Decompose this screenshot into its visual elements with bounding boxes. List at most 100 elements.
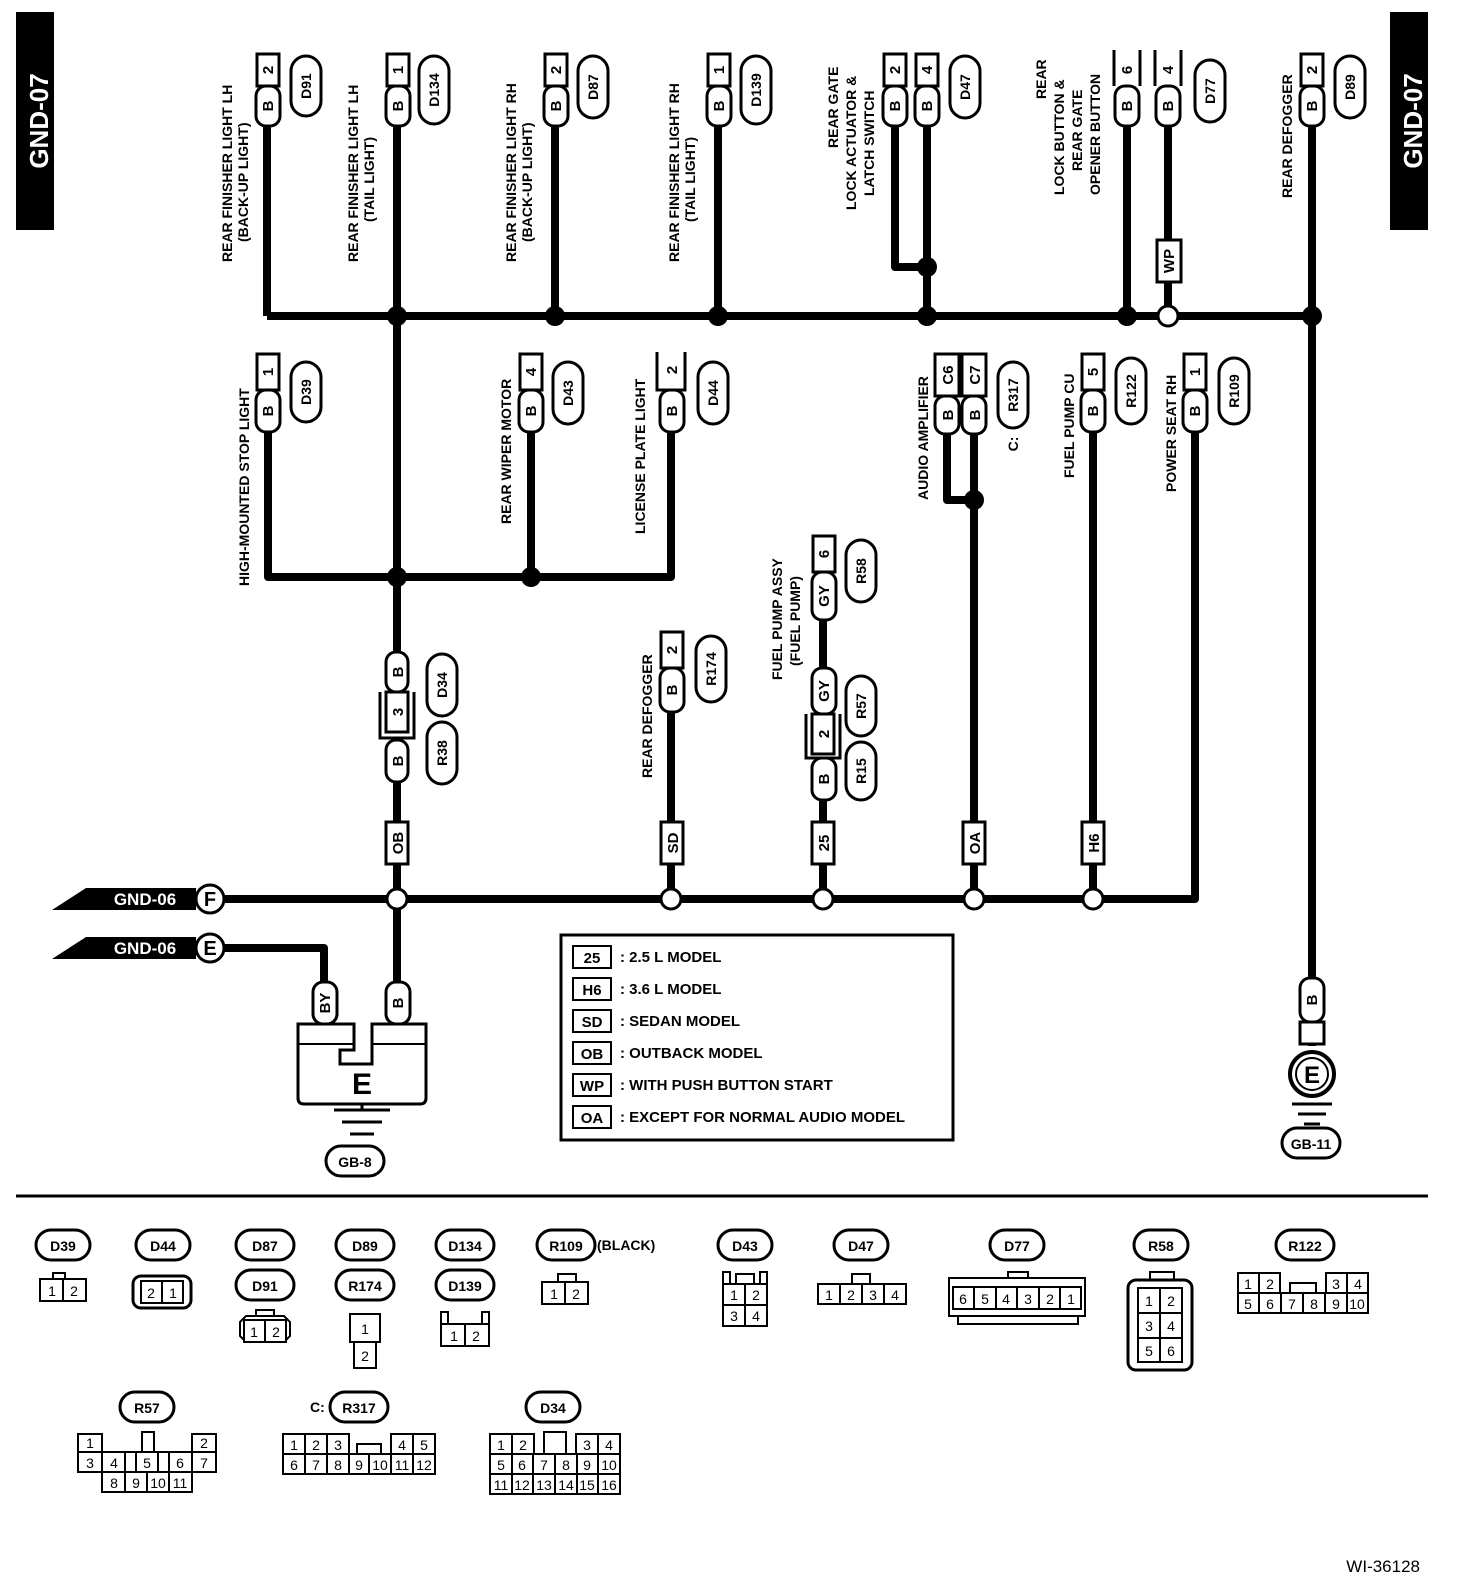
svg-text:1: 1 — [550, 1286, 558, 1302]
connector-view-label: D87 — [252, 1238, 278, 1254]
option-code: WP — [1161, 249, 1178, 273]
legend-text: : SEDAN MODEL — [620, 1013, 740, 1030]
svg-text:7: 7 — [1288, 1296, 1296, 1312]
component-name-line: REAR GATE — [825, 67, 841, 148]
ref-gnd06-f: GND-06 F — [52, 883, 226, 915]
svg-text:9: 9 — [1332, 1296, 1340, 1312]
svg-text:1: 1 — [497, 1437, 505, 1453]
wire-color-label: B — [1304, 100, 1321, 111]
svg-text:5: 5 — [1244, 1296, 1252, 1312]
connector-view-label: D39 — [50, 1238, 76, 1254]
svg-text:10: 10 — [1349, 1296, 1365, 1312]
component-name: REAR FINISHER LIGHT RH(TAIL LIGHT) — [666, 83, 698, 262]
svg-text:1: 1 — [1067, 1291, 1075, 1307]
component-name-line: REAR FINISHER LIGHT RH — [503, 83, 519, 262]
option-code: OA — [967, 832, 984, 855]
wire-color-label: B — [1119, 100, 1136, 111]
connector-id: R15 — [853, 758, 869, 784]
component-rear-finisher-rh-tail: 1 B D139 REAR FINISHER LIGHT RH(TAIL LIG… — [666, 52, 773, 262]
wire-color-label: B — [260, 100, 277, 111]
svg-text:1: 1 — [730, 1287, 738, 1303]
svg-text:1: 1 — [169, 1285, 177, 1301]
legend-item: SD : SEDAN MODEL — [572, 1009, 740, 1033]
svg-text:6: 6 — [518, 1457, 526, 1473]
component-name-line: (TAIL LIGHT) — [682, 137, 698, 222]
connector-view-label: D77 — [1004, 1238, 1030, 1254]
svg-text:4: 4 — [110, 1455, 118, 1471]
svg-text:2: 2 — [472, 1328, 480, 1344]
joint-circle — [811, 887, 835, 911]
legend-item: 25 : 2.5 L MODEL — [572, 945, 721, 969]
pin-label: 2 — [816, 730, 833, 738]
component-name: REAR FINISHER LIGHT LH(TAIL LIGHT) — [345, 85, 377, 262]
connector-id: D34 — [434, 672, 450, 698]
connector-id: R174 — [703, 652, 719, 686]
svg-text:8: 8 — [110, 1475, 118, 1491]
connector-view-prefix: C: — [310, 1399, 325, 1415]
connector-view-d47: D47 1 2 3 4 — [817, 1228, 907, 1305]
joint-circle — [962, 887, 986, 911]
svg-text:4: 4 — [891, 1287, 899, 1303]
connector-view-label: R109 — [549, 1238, 583, 1254]
svg-text:4: 4 — [605, 1437, 613, 1453]
ref-letter: E — [203, 938, 216, 960]
component-name: POWER SEAT RH — [1163, 375, 1179, 492]
connector-view-label: D134 — [448, 1238, 482, 1254]
wire-color-label: B — [816, 773, 833, 784]
connector-view-label: D139 — [448, 1278, 482, 1294]
connector-view-label: D89 — [352, 1238, 378, 1254]
connector-view-d34: D34 1 2 3 4 5 6 7 8 9 10 11 12 13 14 15 … — [489, 1390, 621, 1495]
svg-text:5: 5 — [981, 1291, 989, 1307]
junction-dots — [385, 257, 1322, 911]
joint-circle — [659, 887, 683, 911]
pin-label: C7 — [967, 365, 984, 384]
connector-view-r317: C: R317 1 2 3 4 5 6 7 8 9 10 11 12 — [282, 1390, 436, 1475]
svg-text:8: 8 — [562, 1457, 570, 1473]
pin-label: 1 — [711, 66, 728, 74]
wire-color-label: B — [1304, 994, 1321, 1005]
svg-text:11: 11 — [173, 1475, 188, 1491]
svg-text:1: 1 — [1244, 1276, 1252, 1292]
svg-text:1: 1 — [825, 1287, 833, 1303]
component-fuel-pump-assy: 6 GY R58 FUEL PUMP ASSY(FUEL PUMP) GY 2 … — [769, 534, 878, 866]
legend-code: 25 — [584, 950, 601, 967]
svg-text:11: 11 — [494, 1477, 509, 1493]
svg-text:1: 1 — [250, 1324, 258, 1340]
wire-color-label: B — [390, 997, 407, 1008]
component-name-line: (BACK-UP LIGHT) — [235, 122, 251, 242]
component-name-line: (TAIL LIGHT) — [361, 137, 377, 222]
wire-color-label: B — [1187, 405, 1204, 416]
component-license-plate-light: 2 B D44 LICENSE PLATE LIGHT — [632, 352, 730, 534]
connector-prefix: C: — [1005, 437, 1021, 452]
ref-gnd06-e: GND-06 E — [52, 932, 226, 964]
pin-label: 5 — [1085, 368, 1102, 376]
legend-code: H6 — [582, 982, 601, 999]
pin-label: 2 — [664, 646, 681, 654]
legend-item: WP : WITH PUSH BUTTON START — [572, 1073, 833, 1097]
connector-view-r58: R58 1 2 3 4 5 6 — [1126, 1228, 1194, 1372]
legend-text: : WITH PUSH BUTTON START — [620, 1077, 833, 1094]
pin-label: 2 — [260, 66, 277, 74]
pin-label: 3 — [390, 708, 407, 716]
pin-label: 2 — [887, 66, 904, 74]
pin-label: 2 — [1304, 66, 1321, 74]
component-rear-defogger-d89: 2 B D89 REAR DEFOGGER — [1279, 52, 1367, 198]
option-code: 25 — [816, 835, 833, 852]
component-high-mounted-stop: 1 B D39 HIGH-MOUNTED STOP LIGHT — [236, 352, 323, 586]
component-rear-wiper-motor: 4 B D43 REAR WIPER MOTOR — [498, 352, 585, 524]
connector-view-label: R174 — [348, 1278, 382, 1294]
page-code-left-text: GND-07 — [24, 73, 54, 168]
connector-view-label: R317 — [342, 1400, 376, 1416]
svg-text:5: 5 — [497, 1457, 505, 1473]
svg-text:3: 3 — [86, 1455, 94, 1471]
junction-dot — [387, 567, 407, 587]
wire-color-label: B — [1085, 405, 1102, 416]
wire-color-label: B — [940, 409, 957, 420]
svg-text:3: 3 — [1332, 1276, 1340, 1292]
connector-view-d43: D43 1 2 3 4 — [716, 1228, 774, 1327]
component-name-line: REAR FINISHER LIGHT LH — [219, 85, 235, 262]
option-code: OB — [390, 832, 407, 855]
